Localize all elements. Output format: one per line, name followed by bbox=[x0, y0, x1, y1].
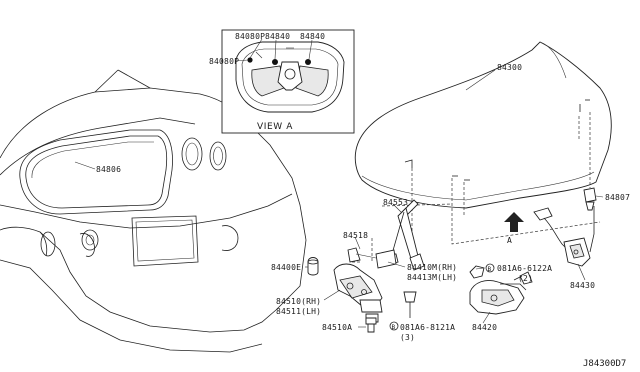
label-84806: 84806 bbox=[96, 165, 121, 174]
label-84511: 84511(LH) bbox=[276, 307, 321, 316]
label-84080P-mid: 84080P bbox=[209, 57, 239, 66]
car-body-outline bbox=[0, 69, 307, 353]
label-84410M: 84410M(RH) bbox=[407, 263, 457, 272]
trunk-latch bbox=[469, 275, 527, 315]
label-84553: 84553 bbox=[383, 198, 408, 207]
label-84807: 84807 bbox=[605, 193, 630, 202]
view-a-arrow bbox=[504, 212, 524, 232]
view-a-title: VIEW A bbox=[257, 122, 293, 132]
trunk-lid bbox=[354, 41, 612, 209]
arrow-a-label: A bbox=[507, 236, 512, 245]
assembly-dashed-lines bbox=[352, 112, 601, 263]
gas-strut bbox=[387, 199, 425, 271]
label-081A6-8121A-qty: (3) bbox=[400, 333, 415, 342]
view-a-inset bbox=[221, 29, 355, 134]
label-84840-a: 84840 bbox=[265, 32, 290, 41]
label-84400E: 84400E bbox=[271, 263, 301, 272]
label-84300: 84300 bbox=[497, 63, 522, 72]
bumper-84400E bbox=[307, 257, 319, 276]
label-84080P-top: 84080P bbox=[235, 32, 265, 41]
part-labels: 84080P 84080P 84840 84840 VIEW A 84300 8… bbox=[96, 32, 630, 369]
hinge-assembly bbox=[333, 263, 383, 323]
label-84413M: 84413M(LH) bbox=[407, 273, 457, 282]
label-84518: 84518 bbox=[343, 231, 368, 240]
diagram-id: J84300D7 bbox=[583, 359, 626, 369]
label-84510A: 84510A bbox=[322, 323, 352, 332]
svg-text:B: B bbox=[488, 266, 492, 273]
label-84510: 84510(RH) bbox=[276, 297, 321, 306]
latch-cable bbox=[533, 187, 597, 267]
label-84420: 84420 bbox=[472, 323, 497, 332]
label-84840-b: 84840 bbox=[300, 32, 325, 41]
trunk-weatherstrip bbox=[19, 129, 173, 215]
label-081A6-8121A: 081A6-8121A bbox=[400, 323, 455, 332]
label-081A6-6122A: 081A6-6122A bbox=[497, 264, 552, 273]
hinge-bracket bbox=[347, 247, 397, 269]
label-081A6-6122A-qty: (2) bbox=[518, 274, 533, 283]
bolts: B B bbox=[365, 263, 533, 333]
svg-text:B: B bbox=[392, 324, 396, 331]
label-84430: 84430 bbox=[570, 281, 595, 290]
leader-lines bbox=[74, 161, 604, 328]
